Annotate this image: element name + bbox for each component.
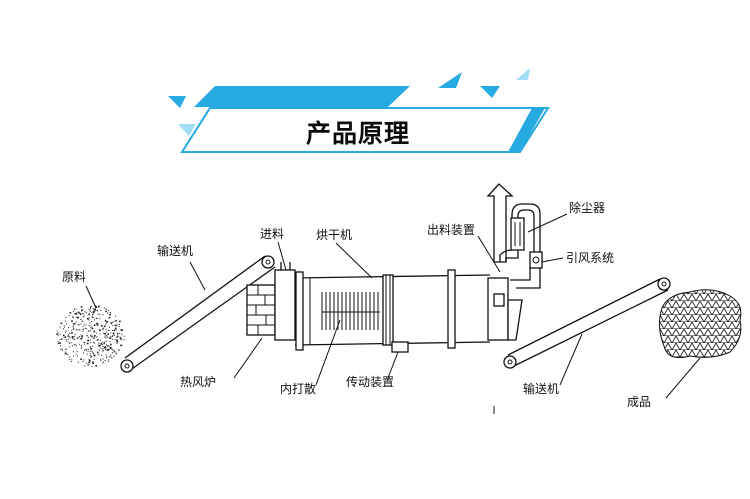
- label-inner-breaker: 内打散: [280, 381, 316, 396]
- hot-air-furnace: [246, 284, 276, 336]
- label-dust-collector: 除尘器: [569, 200, 605, 215]
- conveyor-right: [503, 277, 671, 369]
- label-product: 成品: [627, 395, 651, 409]
- label-feed: 进料: [260, 227, 284, 241]
- banner-right-shard: [438, 72, 462, 88]
- leader-lines: [85, 213, 701, 414]
- banner-left-shard-2: [178, 124, 196, 136]
- banner-right-band: [508, 108, 545, 152]
- label-hot-air-furnace: 热风炉: [180, 375, 216, 389]
- conveyor-left: [120, 255, 276, 373]
- label-raw-material: 原料: [62, 270, 86, 284]
- label-dryer: 烘干机: [316, 228, 352, 242]
- banner-right-shard-2: [480, 86, 500, 98]
- banner-top-band: [194, 86, 410, 107]
- label-discharge: 出料装置: [427, 223, 475, 237]
- dryer-drum: [274, 262, 523, 353]
- dust-collector-system: [486, 183, 543, 289]
- label-induced-draft: 引风系统: [566, 251, 614, 265]
- banner-left-shard: [168, 96, 186, 108]
- banner-right-shard-3: [516, 68, 530, 80]
- product-pile: [658, 289, 742, 359]
- label-drive-device: 传动装置: [346, 374, 394, 389]
- inner-breaker-blades: [321, 292, 379, 330]
- label-conveyor-left: 输送机: [157, 243, 193, 258]
- raw-material-pile: [56, 305, 125, 367]
- title-banner: 产品原理: [168, 68, 550, 153]
- banner-title: 产品原理: [306, 119, 410, 148]
- label-conveyor-right: 输送机: [523, 381, 559, 396]
